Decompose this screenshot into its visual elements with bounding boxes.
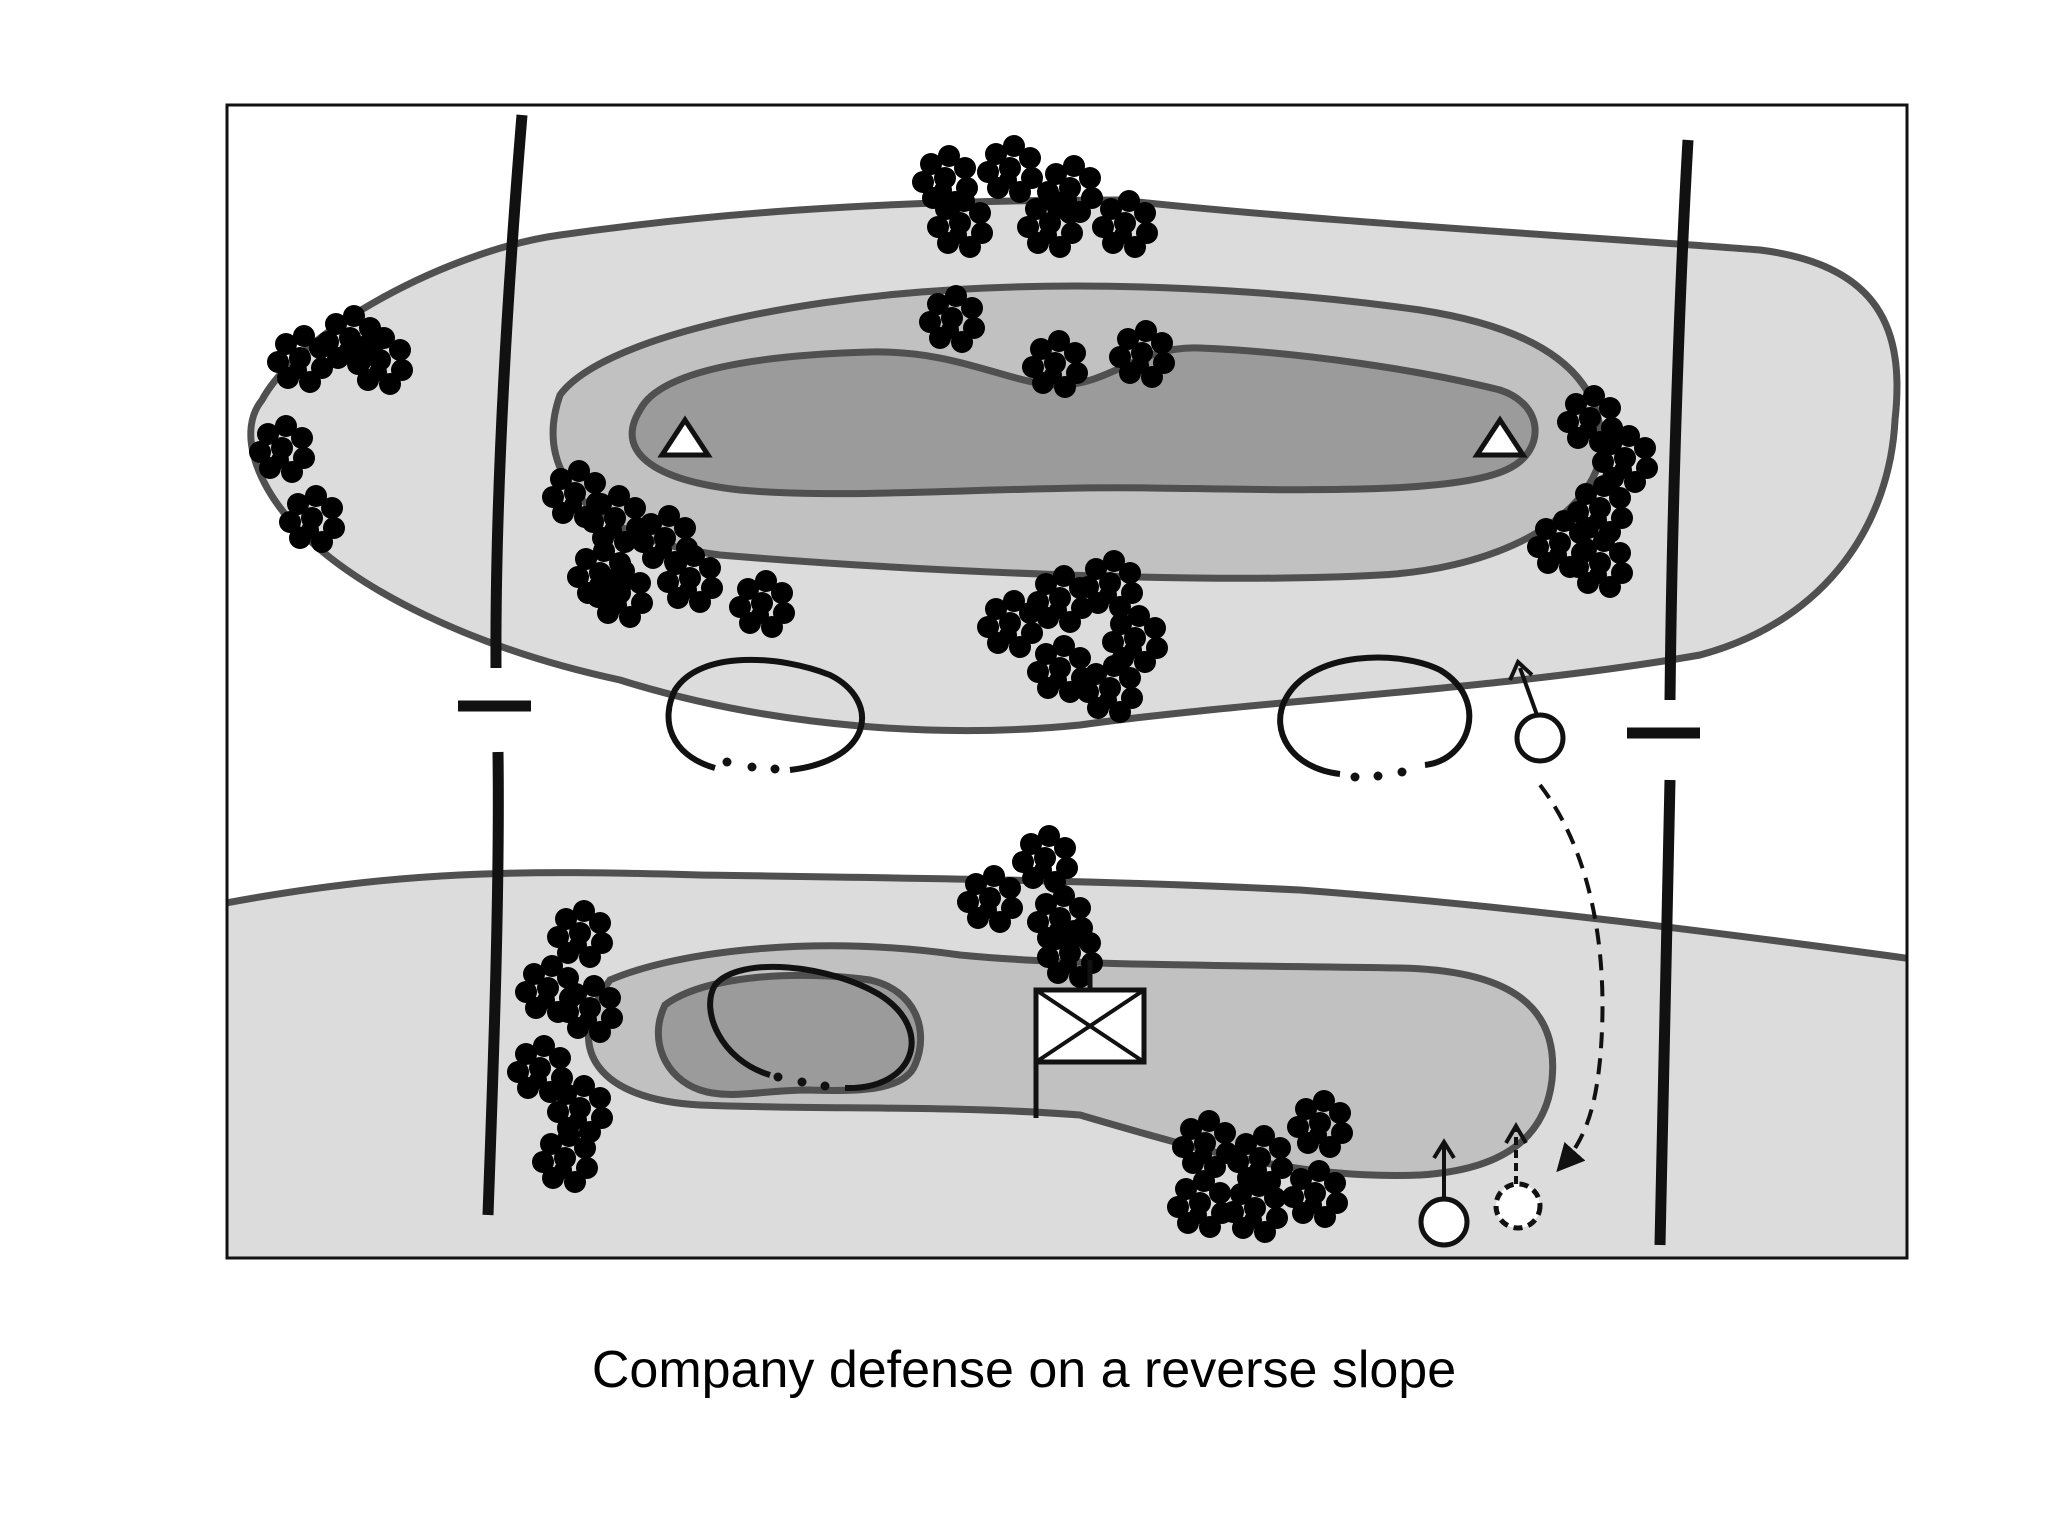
fighting-position-left bbox=[665, 656, 865, 774]
left-boundary-upper bbox=[490, 114, 528, 669]
alternate-position-circle-icon bbox=[1493, 1122, 1543, 1231]
fighting-position-right bbox=[1277, 654, 1473, 782]
left-boundary-lower bbox=[482, 751, 504, 1216]
observation-post-circle-icon bbox=[1508, 658, 1566, 764]
fighting-positions bbox=[665, 654, 1473, 1092]
observation-circles bbox=[1418, 658, 1605, 1248]
observation-post-circle-icon bbox=[1418, 1138, 1470, 1248]
observation-posts bbox=[657, 415, 1528, 458]
right-boundary-lower bbox=[1654, 779, 1676, 1246]
observation-post-left-icon bbox=[657, 415, 713, 458]
figure-caption: Company defense on a reverse slope bbox=[591, 1341, 1457, 1399]
movement-route-dashed bbox=[1538, 783, 1605, 1173]
upper-hill-crest-contour bbox=[628, 344, 1539, 498]
observation-post-right-icon bbox=[1472, 415, 1528, 458]
command-post-icon bbox=[1033, 960, 1147, 1118]
right-boundary-upper bbox=[1664, 139, 1694, 701]
boundary-lines bbox=[458, 114, 1700, 1246]
fighting-position-reverse bbox=[707, 963, 915, 1092]
lower-hill-crest-contour bbox=[654, 971, 925, 1098]
